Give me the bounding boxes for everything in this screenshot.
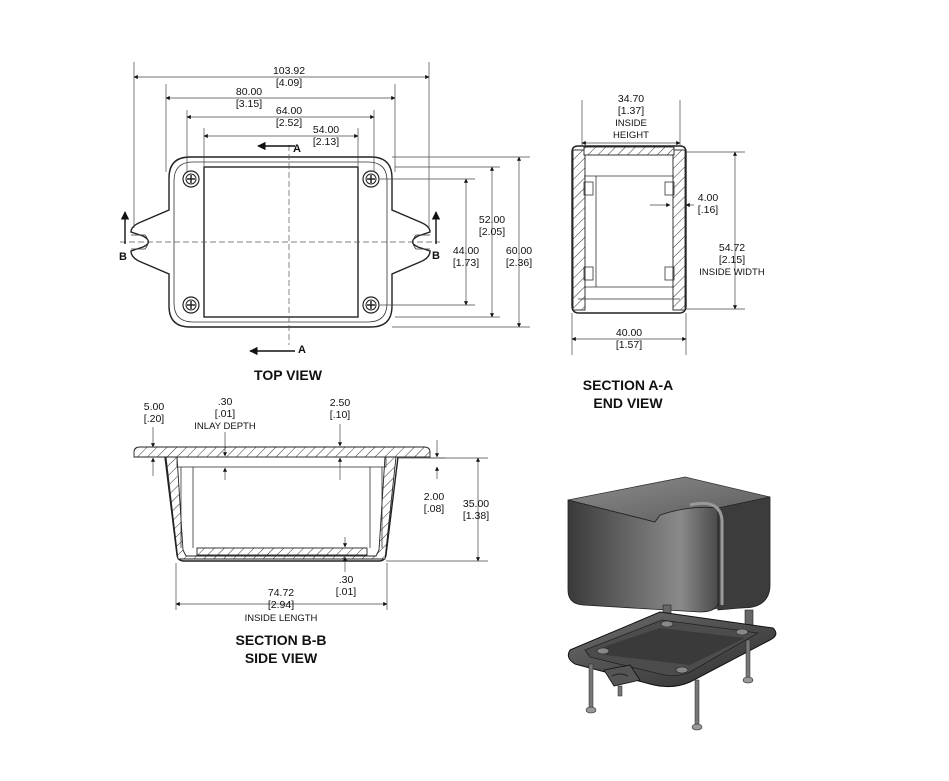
dim-floor: 2.00 <box>424 491 445 503</box>
side-view-title-2: SIDE VIEW <box>245 650 318 666</box>
dim-height: 35.00 <box>463 498 489 510</box>
section-mark-b-right: B <box>432 250 440 262</box>
side-view-title-1: SECTION B-B <box>236 632 327 648</box>
top-view-inner-outline <box>173 161 388 323</box>
side-view-body <box>164 456 399 562</box>
dim-hole-width: 44.00 <box>453 245 479 257</box>
dim-lip: 2.50 <box>330 397 351 409</box>
end-view-outer <box>571 145 687 314</box>
dim-hole-width-in: [1.73] <box>453 257 479 269</box>
dim-inside-height-note2: HEIGHT <box>613 130 649 141</box>
end-view-left-wall <box>572 149 586 311</box>
dim-inlay-depth-in: [.01] <box>215 408 236 420</box>
inlay-recess <box>203 166 359 318</box>
top-view-title: TOP VIEW <box>254 367 323 383</box>
dim-flange: 5.00 <box>144 401 165 413</box>
end-view-top-wall <box>583 146 675 156</box>
end-view-right-wall <box>672 149 686 311</box>
dim-outer-width-in: [1.57] <box>616 339 642 351</box>
dim-inlay-length-in: [2.52] <box>276 117 302 129</box>
section-mark-b-left: B <box>119 251 127 263</box>
section-mark-a-top: A <box>293 143 301 155</box>
dim-inside-width: 54.72 <box>719 242 745 254</box>
end-view: 34.70 [1.37] INSIDE HEIGHT 4.00 [.16] 54… <box>571 93 765 411</box>
dim-bottom-inlay: .30 <box>339 574 354 586</box>
dim-inside-height-in: [1.37] <box>618 105 644 117</box>
top-view: 103.92 [4.09] 80.00 [3.15] 64.00 [2.52] … <box>119 62 532 383</box>
dim-inlay-depth: .30 <box>218 396 233 408</box>
side-view-walls <box>165 456 397 560</box>
dim-overall-length: 103.92 <box>273 65 305 77</box>
dim-overall-length-in: [4.09] <box>276 77 302 89</box>
dim-inlay-half: 54.00 <box>313 124 339 136</box>
dim-flange-in: [.20] <box>144 413 165 425</box>
section-mark-a-bottom: A <box>298 344 306 356</box>
dim-inside-length-in: [2.94] <box>268 599 294 611</box>
end-view-title-2: END VIEW <box>593 395 663 411</box>
screw-icon <box>182 296 200 314</box>
dim-inside-width-in: [2.15] <box>719 254 745 266</box>
dim-inlay-length: 64.00 <box>276 105 302 117</box>
dim-inside-length: 74.72 <box>268 587 294 599</box>
dim-floor-in: [.08] <box>424 503 445 515</box>
screw-icon <box>182 170 200 188</box>
side-view-flange <box>133 446 431 458</box>
isometric-render <box>567 476 777 731</box>
dim-inside-width-note: INSIDE WIDTH <box>699 267 765 278</box>
top-view-outline <box>130 156 431 328</box>
dim-overall-width: 60.00 <box>506 245 532 257</box>
dim-bottom-inlay-in: [.01] <box>336 586 357 598</box>
dim-inner-width-in: [2.05] <box>479 226 505 238</box>
dim-hole-length: 80.00 <box>236 86 262 98</box>
screw-icon <box>362 296 380 314</box>
dim-inlay-half-in: [2.13] <box>313 136 339 148</box>
dim-lip-in: [.10] <box>330 409 351 421</box>
dim-inside-height: 34.70 <box>618 93 644 105</box>
screw-icon <box>362 170 380 188</box>
side-view-floor <box>196 547 368 556</box>
dim-inside-height-note1: INSIDE <box>615 118 647 129</box>
end-view-title-1: SECTION A-A <box>583 377 673 393</box>
dim-wall: 4.00 <box>698 192 719 204</box>
dim-height-in: [1.38] <box>463 510 489 522</box>
dim-hole-length-in: [3.15] <box>236 98 262 110</box>
dim-outer-width: 40.00 <box>616 327 642 339</box>
dim-inner-width: 52.00 <box>479 214 505 226</box>
dim-overall-width-in: [2.36] <box>506 257 532 269</box>
dim-inlay-depth-note: INLAY DEPTH <box>194 421 256 432</box>
dim-inside-length-note: INSIDE LENGTH <box>245 613 318 624</box>
side-view: 5.00 [.20] .30 [.01] INLAY DEPTH 2.50 [.… <box>133 396 489 666</box>
dim-wall-in: [.16] <box>698 204 719 216</box>
